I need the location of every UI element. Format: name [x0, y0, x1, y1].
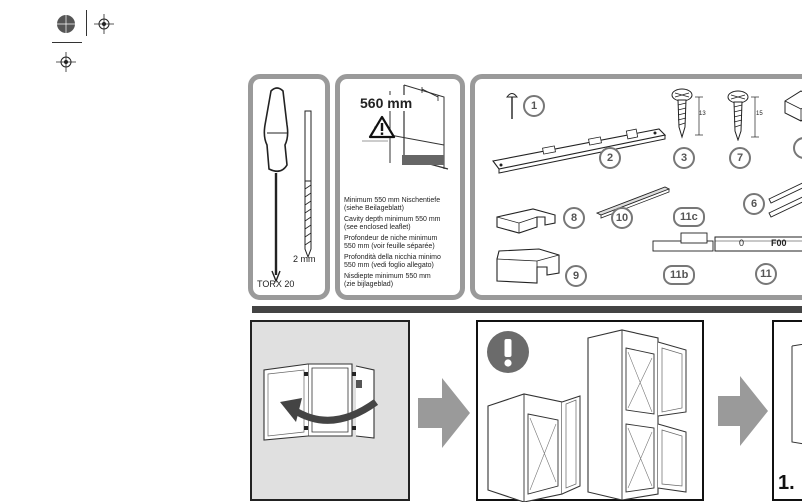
drill-bit-icon: [304, 110, 312, 259]
part-number-7: 7: [729, 147, 751, 169]
screw-icon: [671, 88, 693, 139]
part-number-9: 9: [565, 265, 587, 287]
screw-icon: [727, 90, 749, 141]
fridge-door-open-drawing: [487, 393, 581, 502]
note-line: Cavity depth minimum 550 mm: [344, 216, 441, 223]
part-number-6: 6: [743, 193, 765, 215]
section-divider: [252, 306, 802, 313]
caution-icon: [487, 331, 529, 373]
note-line: 550 mm (vedi foglio allegato): [344, 262, 434, 269]
seal-strip-icon: [768, 182, 802, 218]
registration-mark: [56, 52, 76, 72]
rotate-arrow-icon: [280, 398, 379, 424]
cover-bracket-icon: [496, 248, 560, 284]
note-line: Profondità della nicchia minimo: [344, 254, 441, 261]
pin-icon: [506, 93, 518, 119]
hinge-rail-icon: [652, 232, 802, 252]
note-line: 550 mm (voir feuille séparée): [344, 243, 435, 250]
screw-7-length: 15: [756, 111, 763, 117]
part-number-11c: 11c: [673, 207, 705, 227]
part-number-2: 2: [599, 147, 621, 169]
niche-dimension: 560 mm: [358, 95, 415, 111]
screw-3-length: 13: [699, 111, 706, 117]
niche-cabinet-drawing: [362, 84, 449, 170]
part-number-10: 10: [611, 207, 633, 229]
length-arrow: [695, 96, 703, 136]
part-number-3: 3: [673, 147, 695, 169]
hinge-cover-icon: [784, 90, 802, 122]
registration-mark-dark: [56, 14, 76, 34]
note-line: Profondeur de niche minimum: [344, 235, 438, 242]
part-number-11: 11: [755, 263, 777, 285]
part-number-1: 1: [523, 95, 545, 117]
next-step-arrow-icon: [718, 376, 768, 446]
step-caution-frame: [476, 320, 704, 502]
length-arrow: [751, 96, 759, 138]
bracket-rail-icon: [492, 128, 667, 174]
part-number-11b: 11b: [663, 265, 696, 285]
parts-panel-clip: 1 2 13 3: [470, 74, 802, 302]
fridge-partial-drawing: [791, 343, 802, 445]
next-step-arrow-icon: [418, 378, 470, 448]
note-line: Nisdiepte minimum 550 mm: [344, 273, 431, 280]
registration-mark: [94, 14, 114, 34]
profile-strip-icon: [595, 186, 671, 219]
rail-code: F00: [771, 238, 787, 248]
part-number-8: 8: [563, 207, 585, 229]
tools-panel: 2 mm TORX 20: [248, 74, 330, 300]
crop-line: [52, 42, 82, 43]
step-3-frame-clip: 1.: [772, 320, 802, 501]
warning-icon: [368, 115, 396, 139]
drill-size-label: 2 mm: [293, 254, 316, 264]
step-door-reverse-frame: [250, 320, 410, 501]
parts-panel: 1 2 13 3: [470, 74, 802, 300]
torx-label: TORX 20: [257, 279, 295, 289]
note-line: Minimum 550 mm Nischentiefe: [344, 197, 441, 204]
step-number: 1.: [778, 472, 795, 494]
note-line: (siehe Beilageblatt): [344, 205, 404, 212]
step-3-frame: 1.: [772, 320, 802, 501]
torx-screwdriver-icon: [263, 87, 289, 283]
niche-depth-panel: 560 mm Minimum 550 mm Nischentiefe (sieh…: [335, 74, 465, 300]
fridge-tall-drawing: [587, 329, 687, 500]
cover-block-icon: [496, 208, 556, 234]
note-line: (zie bijlageblad): [344, 281, 394, 288]
crop-line: [86, 10, 87, 36]
note-line: (see enclosed leaflet): [344, 224, 411, 231]
rail-mark: 0: [739, 238, 745, 248]
niche-notes: Minimum 550 mm Nischentiefe (siehe Beila…: [344, 197, 464, 289]
part-number-clipped: [793, 137, 802, 159]
